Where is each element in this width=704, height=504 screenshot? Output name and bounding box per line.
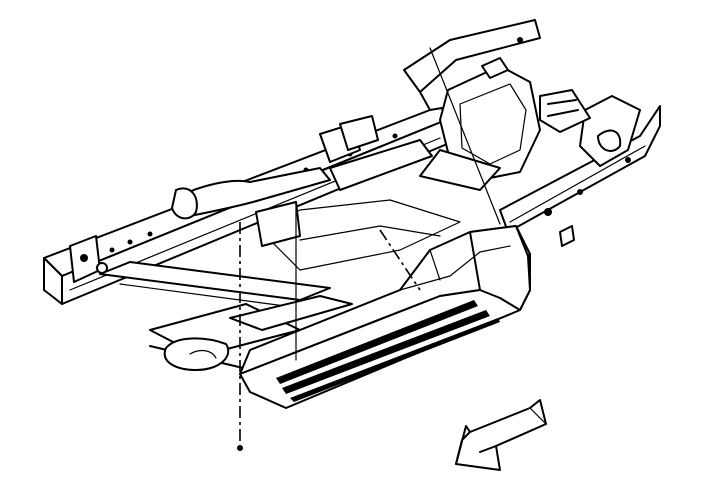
bolt-icon bbox=[237, 445, 243, 451]
fastener-leader-lines bbox=[237, 47, 501, 451]
rear-axle-area bbox=[419, 57, 541, 191]
right-frame-rail bbox=[499, 95, 661, 247]
exhaust-system bbox=[171, 89, 591, 220]
cross-members bbox=[99, 115, 461, 373]
assist-step-running-board bbox=[239, 225, 531, 409]
direction-arrow-icon bbox=[455, 399, 547, 471]
